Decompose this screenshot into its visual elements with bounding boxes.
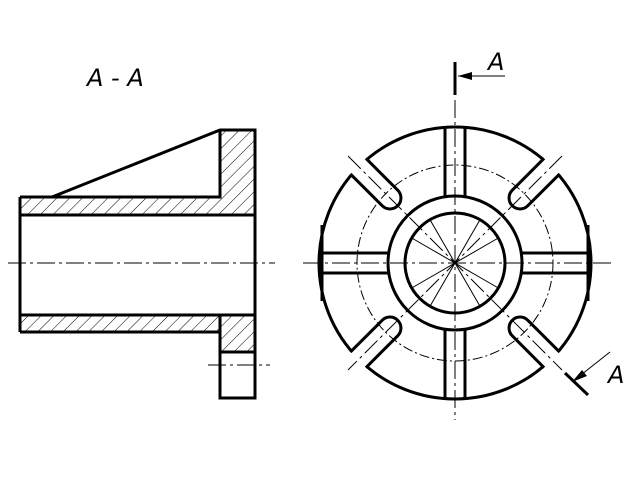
- cut-marker-top: A: [453, 48, 505, 95]
- ribs: [322, 127, 588, 399]
- cut-label-top: A: [486, 48, 504, 76]
- cut-marker-bottom: A: [563, 351, 624, 397]
- cut-label-bottom: A: [606, 361, 624, 389]
- section-title: A - A: [85, 64, 144, 92]
- section-view: A - A: [8, 64, 275, 400]
- end-view: A A: [303, 48, 624, 420]
- section-outline: [18, 128, 257, 400]
- diag-centerline-2: [347, 155, 563, 371]
